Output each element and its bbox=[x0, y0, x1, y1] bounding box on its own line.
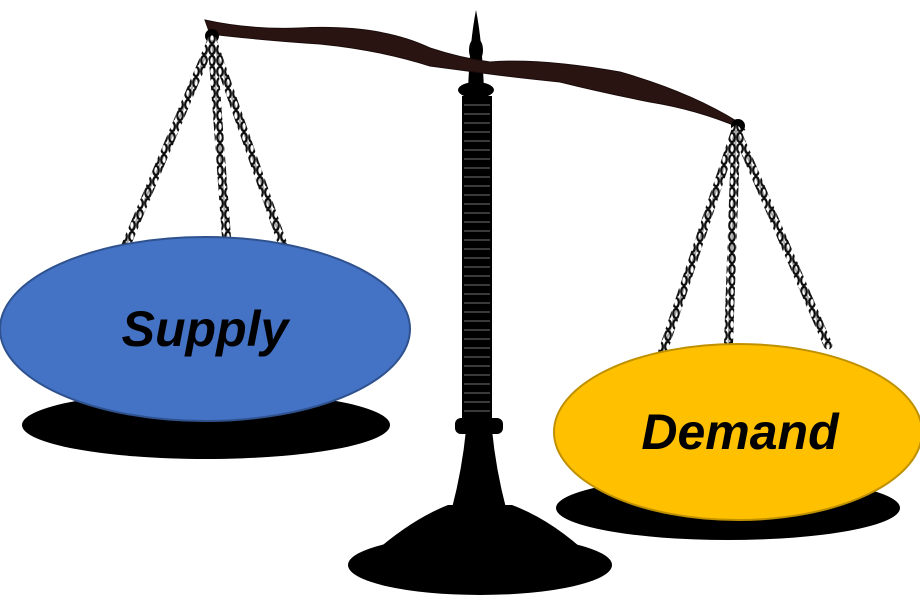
supply-label: Supply bbox=[122, 301, 291, 357]
column-ridge bbox=[464, 230, 490, 232]
column-ridge bbox=[464, 401, 490, 403]
demand-label: Demand bbox=[641, 404, 840, 460]
column-ridge bbox=[464, 176, 490, 178]
right-chains-outline bbox=[659, 129, 829, 361]
column-ridge bbox=[464, 338, 490, 340]
column-ridge bbox=[464, 383, 490, 385]
column-ridge bbox=[464, 104, 490, 106]
right-chains bbox=[655, 125, 833, 365]
demand-weight: Demand bbox=[553, 343, 920, 521]
column-ridge bbox=[464, 293, 490, 295]
column-ridge bbox=[464, 239, 490, 241]
column-ridge bbox=[464, 185, 490, 187]
column-ridge bbox=[464, 149, 490, 151]
supply-weight: Supply bbox=[0, 236, 411, 422]
column-ridge bbox=[464, 284, 490, 286]
column-ridge bbox=[464, 257, 490, 259]
column-ridge bbox=[464, 203, 490, 205]
column-ridge bbox=[464, 221, 490, 223]
column-ridge bbox=[464, 365, 490, 367]
column-ridge bbox=[464, 131, 490, 133]
column-ridge bbox=[464, 158, 490, 160]
column-ridge bbox=[464, 140, 490, 142]
column-ridge bbox=[464, 266, 490, 268]
column-ridge bbox=[464, 248, 490, 250]
scale-column bbox=[458, 10, 494, 422]
column-ridge bbox=[464, 410, 490, 412]
column-ridge bbox=[464, 212, 490, 214]
column-ridge bbox=[464, 320, 490, 322]
column-ridge bbox=[464, 311, 490, 313]
column-ridge bbox=[464, 392, 490, 394]
column-ridge bbox=[464, 302, 490, 304]
column-ridge bbox=[464, 356, 490, 358]
column-ridge bbox=[464, 275, 490, 277]
column-ridge bbox=[464, 167, 490, 169]
scale-beam bbox=[204, 19, 746, 131]
left-chains bbox=[119, 35, 288, 263]
column-ridge bbox=[464, 347, 490, 349]
scale-base bbox=[348, 418, 612, 595]
column-ridge bbox=[464, 374, 490, 376]
column-ridge bbox=[464, 122, 490, 124]
column-ridge bbox=[464, 194, 490, 196]
column-ridge bbox=[464, 329, 490, 331]
left-chains-outline bbox=[123, 39, 284, 259]
column-ridge bbox=[464, 113, 490, 115]
